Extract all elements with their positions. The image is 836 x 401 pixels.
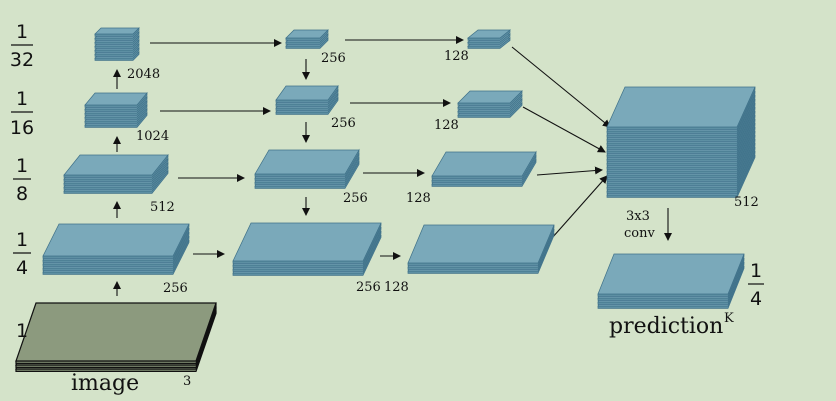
lateral-channels-label: 256 xyxy=(321,51,346,66)
scale-fraction-1-32: 1 32 xyxy=(10,21,34,71)
concat-block xyxy=(606,86,756,198)
scale-fraction-1-8: 1 8 xyxy=(13,155,31,205)
merge-arrow xyxy=(551,175,608,239)
lateral-channels-label: 256 xyxy=(331,116,356,131)
conv-op-label: conv xyxy=(624,226,655,241)
reduced-block-1-8 xyxy=(431,150,537,187)
reduced-channels-label: 128 xyxy=(434,118,459,133)
backbone-channels-label: 512 xyxy=(150,200,175,215)
scale-denominator: 4 xyxy=(750,288,762,310)
scale-denominator: 32 xyxy=(10,49,34,71)
concat-channels-label: 512 xyxy=(734,195,759,210)
prediction-channels-label: K xyxy=(724,311,734,326)
backbone-block-1-32 xyxy=(94,27,140,61)
backbone-channels-label: 2048 xyxy=(127,67,160,82)
merge-arrow xyxy=(511,46,611,128)
reduced-block-1-4 xyxy=(407,224,555,274)
scale-numerator: 1 xyxy=(16,155,28,177)
arrows-layer xyxy=(113,36,672,296)
blocks-layer xyxy=(15,27,756,372)
lateral-block-1-16 xyxy=(275,84,339,115)
merge-arrow xyxy=(522,106,606,153)
image-channels-label: 3 xyxy=(183,374,191,389)
scale-denominator: 16 xyxy=(10,117,34,139)
reduced-channels-label: 128 xyxy=(444,49,469,64)
scale-fraction-1-4: 1 4 xyxy=(13,229,31,279)
lateral-block-1-4 xyxy=(232,222,382,276)
reduced-block-1-16 xyxy=(457,90,523,118)
scale-fraction-1-1: 1 xyxy=(16,320,28,342)
scale-numerator: 1 xyxy=(16,320,28,342)
backbone-block-1-4 xyxy=(42,223,190,275)
prediction-block xyxy=(597,253,745,309)
reduced-block-1-32 xyxy=(466,29,512,49)
scale-denominator: 8 xyxy=(16,183,28,205)
lateral-block-1-32 xyxy=(285,29,329,49)
scale-numerator: 1 xyxy=(16,21,28,43)
reduced-channels-label: 128 xyxy=(384,280,409,295)
lateral-channels-label: 256 xyxy=(356,280,381,295)
reduced-channels-label: 128 xyxy=(406,191,431,206)
scale-numerator: 1 xyxy=(750,260,762,282)
backbone-channels-label: 256 xyxy=(163,281,188,296)
backbone-block-1-8 xyxy=(63,153,169,194)
conv-kernel-label: 3x3 xyxy=(626,209,650,224)
scale-fraction-1-16: 1 16 xyxy=(10,88,34,139)
backbone-channels-label: 1024 xyxy=(136,129,169,144)
lateral-block-1-8 xyxy=(254,148,360,189)
scale-denominator: 4 xyxy=(16,257,28,279)
backbone-block-1-16 xyxy=(84,92,148,128)
prediction-scale-fraction: 1 4 xyxy=(748,260,764,310)
scale-numerator: 1 xyxy=(16,88,28,110)
input-image xyxy=(15,302,217,372)
prediction-label: prediction xyxy=(609,314,723,339)
merge-arrow xyxy=(536,166,603,176)
lateral-channels-label: 256 xyxy=(343,191,368,206)
image-label: image xyxy=(71,371,139,396)
scale-numerator: 1 xyxy=(16,229,28,251)
